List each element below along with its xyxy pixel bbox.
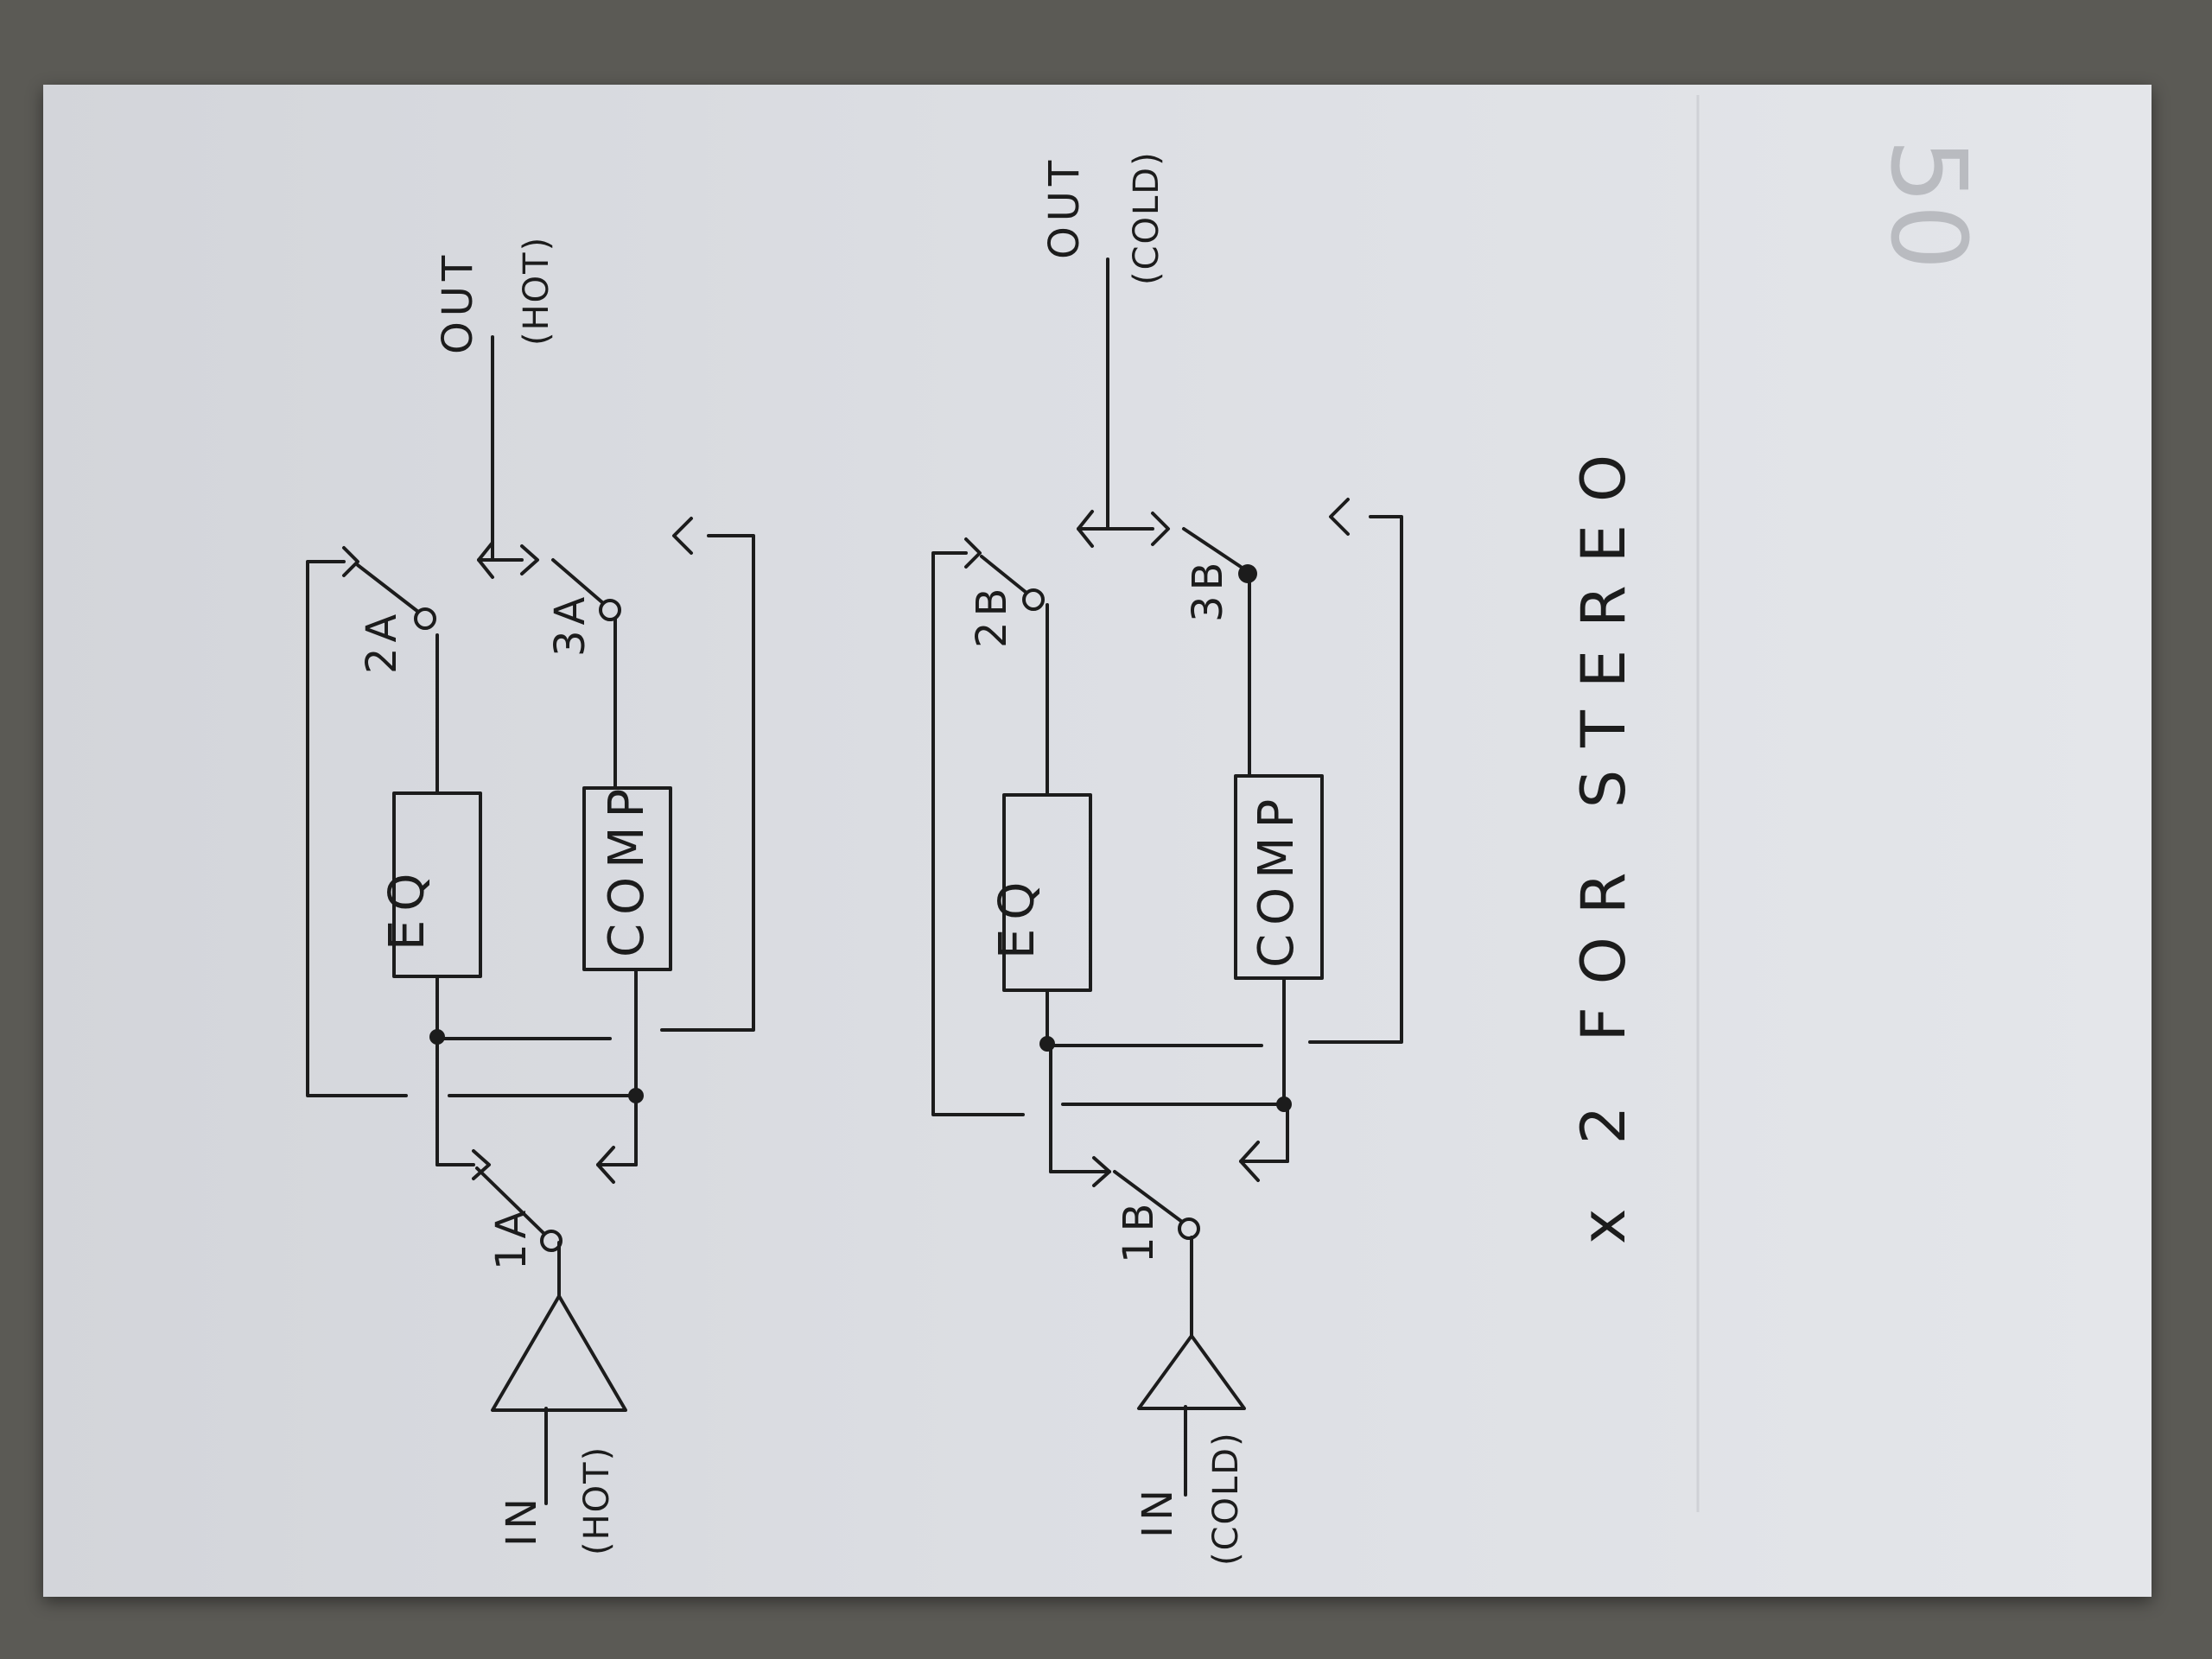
switch-2b-label: 2B [968,583,1016,648]
switch-1a-pivot [540,1230,563,1252]
switch-2b-blade [980,555,1028,594]
cold-bypass-comp-loop [1308,515,1403,1044]
cold-junction-eq [1039,1036,1055,1052]
hot-in-polarity: (HOT) [577,1446,617,1555]
cold-eq-label: EQ [989,874,1046,959]
hot-out-polarity: (HOT) [517,236,556,346]
cold-out-label: OUT [1040,156,1089,259]
hot-junction-eq [429,1029,445,1045]
switch-1b-label: 1B [1115,1198,1163,1263]
cold-comp-block [1234,774,1324,980]
hot-out-arrow [477,541,494,579]
cold-channel: EQ COMP [931,150,1403,1566]
stereo-note: x 2 FOR STEREO [1568,432,1639,1244]
cold-bypass-eq-loop [931,551,1025,1116]
cold-bypass-comp-arrow [1329,498,1350,536]
cold-bypass-eq-arrow [964,537,982,569]
switch-3b-label: 3B [1184,557,1232,622]
cold-in-polarity: (COLD) [1206,1431,1246,1566]
hot-out-label: OUT [434,251,482,354]
hot-eq-label: EQ [379,865,435,950]
switch-1a-label: 1A [487,1205,536,1270]
switch-1b-arrow-eq [1092,1156,1111,1187]
switch-3b-arrow [1151,512,1170,546]
hot-in-label: IN [498,1493,546,1547]
hot-bypass-comp-arrow [672,517,693,555]
switch-3b-blade [1182,527,1243,569]
cold-junction-comp [1276,1096,1292,1112]
switch-3a-label: 3A [546,592,594,657]
cold-comp-label: COMP [1249,791,1305,968]
switch-3a-blade [551,558,605,605]
hot-input-amplifier [491,1294,627,1412]
hot-junction-comp [628,1088,644,1103]
hot-bypass-eq-loop [306,560,408,1097]
switch-1b-pivot [1178,1217,1200,1240]
switch-1b-blade [1113,1170,1184,1224]
switch-3a-pivot [599,599,621,621]
hot-channel: EQ COMP [306,236,755,1555]
hot-bypass-comp-loop [660,534,755,1032]
switch-2a-pivot [414,607,436,630]
cold-out-polarity: (COLD) [1127,150,1166,285]
hot-comp-block [582,786,672,971]
hot-bypass-eq-arrow [342,546,359,577]
hot-comp-label: COMP [599,780,655,957]
switch-2a-label: 2A [358,609,406,674]
switch-2a-blade [356,563,420,613]
cold-out-arrow [1077,510,1094,548]
switch-3a-arrow [520,544,539,575]
switch-1a-blade [475,1166,546,1236]
switch-2b-pivot [1022,588,1045,611]
cold-input-amplifier [1137,1334,1246,1410]
cold-in-label: IN [1134,1484,1182,1538]
switch-3b-pivot [1238,564,1257,583]
switch-1a-arrow-eq [472,1149,491,1180]
corner-mark: 50 [1867,138,1987,270]
